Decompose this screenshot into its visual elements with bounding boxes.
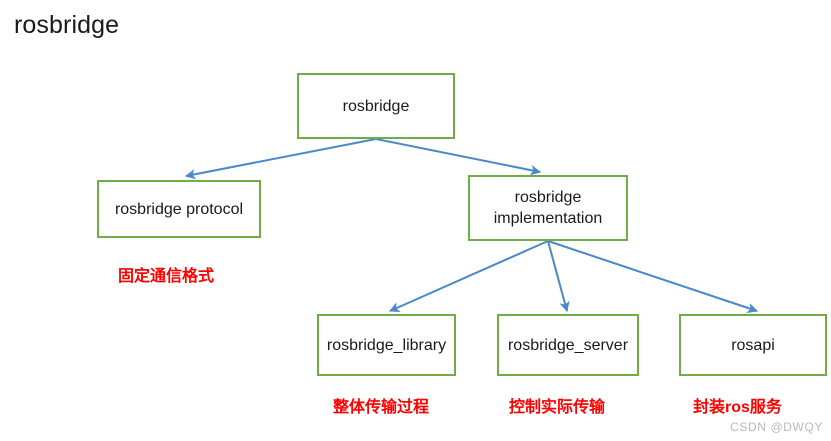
node-label: rosbridge_library [326,336,447,354]
annotation-rosbridge-protocol: 固定通信格式 [118,268,215,285]
node-label: rosapi [731,336,775,354]
arrow-root-to-implementation [375,138,542,176]
node-label: rosbridge_server [507,336,629,354]
node-rosbridge-protocol[interactable]: rosbridge protocol [97,180,261,238]
arrow-implementation-to-library [389,240,549,312]
annotation-rosbridge-library: 整体传输过程 [333,399,430,416]
node-rosbridge-implementation[interactable]: rosbridge implementation [468,175,628,241]
watermark: CSDN @DWQY [730,420,823,434]
arrow-root-to-protocol [184,138,377,180]
node-label: rosbridge protocol [114,200,244,218]
node-label: rosbridge [342,97,410,115]
arrow-implementation-to-rosapi [547,240,758,313]
node-rosbridge-library[interactable]: rosbridge_library [317,314,456,376]
arrow-implementation-to-server [547,240,570,313]
node-rosbridge[interactable]: rosbridge [297,73,455,139]
annotation-rosbridge-server: 控制实际传输 [509,399,606,416]
node-rosapi[interactable]: rosapi [679,314,827,376]
page-title: rosbridge [14,11,120,39]
annotation-rosapi: 封装ros服务 [693,399,782,416]
node-label: rosbridge implementation [493,189,603,227]
node-rosbridge-server[interactable]: rosbridge_server [497,314,639,376]
